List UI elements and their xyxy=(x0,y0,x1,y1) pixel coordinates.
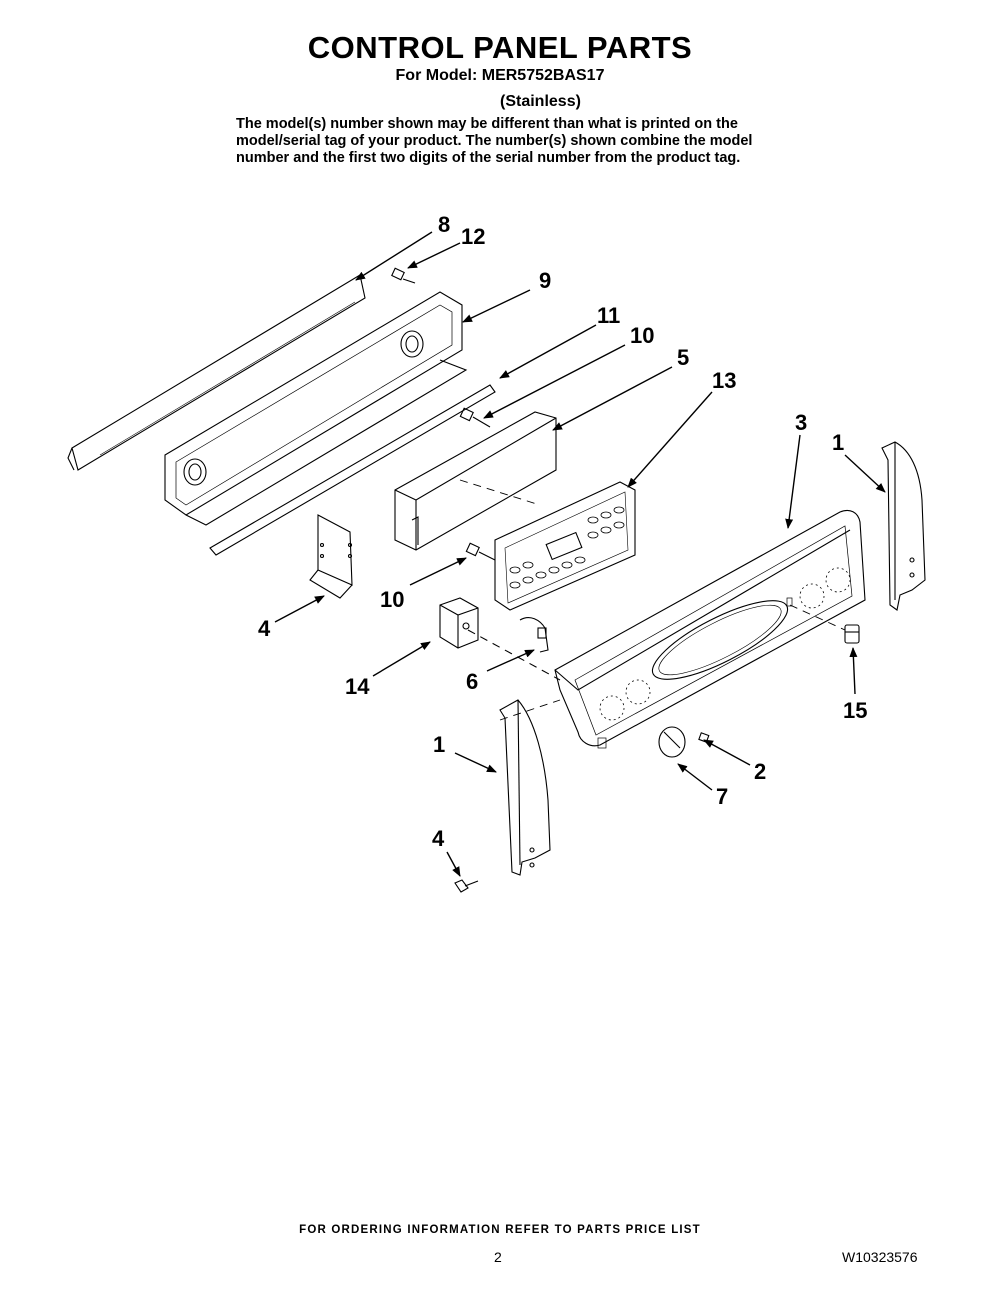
part-15-clip xyxy=(844,624,860,644)
part-4-screw-lower xyxy=(454,879,479,893)
part-1-end-cap-right xyxy=(881,441,926,611)
callout-6: 6 xyxy=(466,669,478,694)
part-13-touch-overlay xyxy=(494,481,636,611)
callout-10-lower: 10 xyxy=(380,587,404,612)
callout-5: 5 xyxy=(677,345,689,370)
finish-label: (Stainless) xyxy=(500,93,581,110)
callout-11: 11 xyxy=(597,303,620,328)
part-10-screw-upper xyxy=(459,407,491,428)
callout-7: 7 xyxy=(716,784,728,809)
leader-arrows xyxy=(274,231,886,877)
callout-12: 12 xyxy=(461,224,485,249)
part-5-control-board xyxy=(394,411,557,551)
part-3-control-console xyxy=(554,509,866,749)
callout-2: 2 xyxy=(754,759,766,784)
part-1-end-cap-left xyxy=(499,699,551,876)
callout-10-upper: 10 xyxy=(630,323,654,348)
part-8-rear-panel xyxy=(67,274,366,471)
part-9-main-frame xyxy=(164,291,496,556)
callout-13: 13 xyxy=(712,368,736,393)
callout-9: 9 xyxy=(539,268,551,293)
part-12-screw xyxy=(391,267,416,284)
callout-1-right: 1 xyxy=(832,430,844,455)
callout-8: 8 xyxy=(438,212,450,237)
document-number: W10323576 xyxy=(842,1249,918,1265)
part-7-knob xyxy=(658,726,686,758)
ordering-info: FOR ORDERING INFORMATION REFER TO PARTS … xyxy=(299,1224,701,1236)
part-14-switch xyxy=(439,597,561,681)
part-2-screw xyxy=(698,732,710,743)
page-title: CONTROL PANEL PARTS xyxy=(307,30,693,65)
callout-3: 3 xyxy=(795,410,807,435)
part-10-screw-lower xyxy=(465,542,496,561)
callout-14: 14 xyxy=(345,674,370,699)
callout-15: 15 xyxy=(843,698,867,723)
model-number: For Model: MER5752BAS17 xyxy=(395,67,605,84)
callout-1-left: 1 xyxy=(433,732,445,757)
model-note: The model(s) number shown may be differe… xyxy=(236,116,753,166)
callout-4-lower: 4 xyxy=(432,826,445,851)
callout-4-upper: 4 xyxy=(258,616,271,641)
part-6-wire-harness xyxy=(519,617,549,653)
page-number: 2 xyxy=(494,1249,502,1265)
part-4-bracket xyxy=(309,514,353,599)
